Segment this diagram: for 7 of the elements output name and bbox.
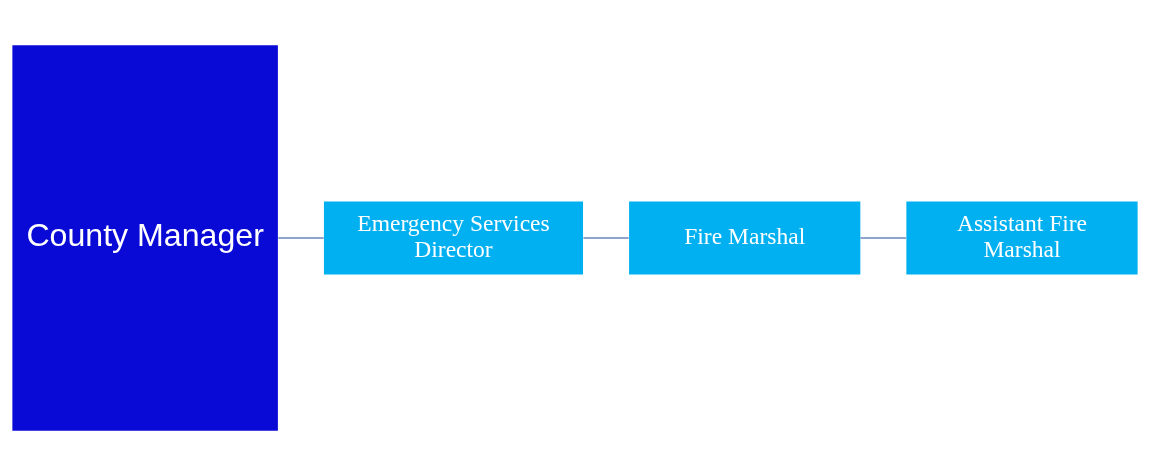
connector [859,237,907,239]
connector [277,237,325,239]
node-box: Assistant Fire Marshal [906,201,1138,275]
node-box: Fire Marshal [629,201,861,275]
node-box: County Manager [12,45,278,431]
connector [582,237,630,239]
node-box: Emergency Services Director [323,201,584,275]
